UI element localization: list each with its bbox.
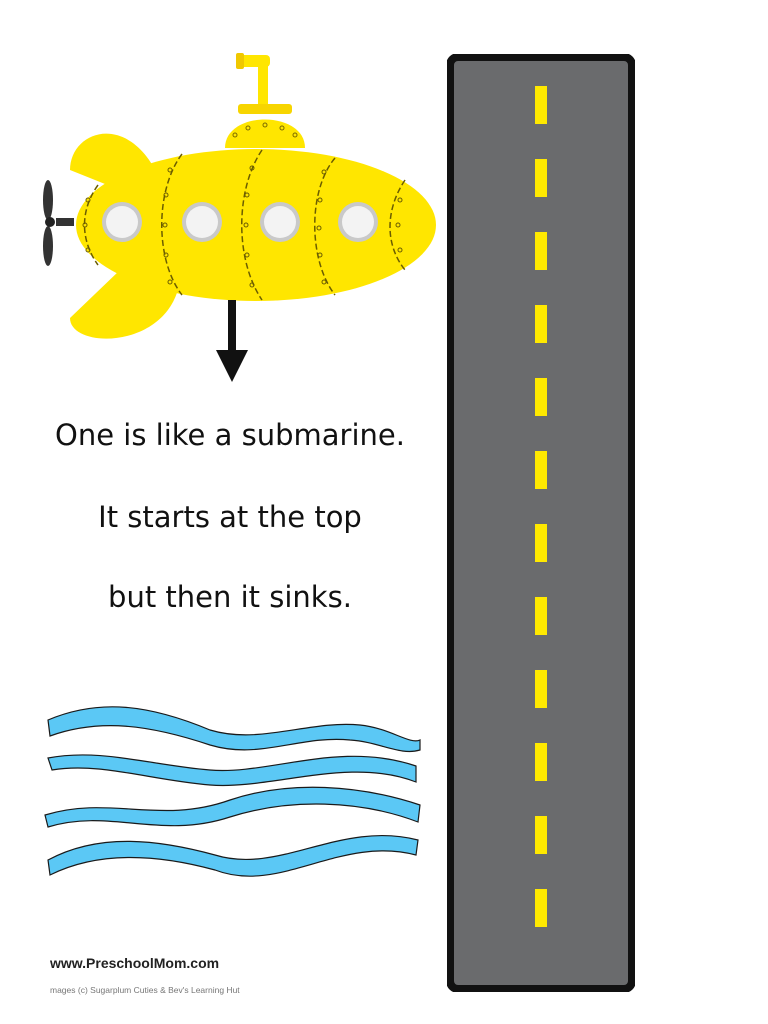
water-waves-illustration — [44, 706, 421, 877]
lane-dash — [535, 889, 547, 927]
verse-line-3: but then it sinks. — [108, 580, 352, 614]
lane-dash — [535, 86, 547, 124]
lane-dash — [535, 524, 547, 562]
image-credit: mages (c) Sugarplum Cuties & Bev's Learn… — [50, 985, 240, 995]
lane-markings — [535, 86, 547, 927]
lane-dash — [535, 451, 547, 489]
lane-dash — [535, 597, 547, 635]
verse-line-2: It starts at the top — [98, 500, 362, 534]
lane-dash — [535, 159, 547, 197]
submarine-illustration — [43, 53, 436, 339]
lane-dash — [535, 670, 547, 708]
lane-dash — [535, 378, 547, 416]
lane-dash — [535, 743, 547, 781]
road-track — [447, 54, 635, 992]
verse-line-1: One is like a submarine. — [55, 418, 405, 452]
lane-dash — [535, 816, 547, 854]
periscope-icon — [236, 53, 270, 112]
porthole-icon — [102, 202, 378, 242]
lane-dash — [535, 305, 547, 343]
website-link[interactable]: www.PreschoolMom.com — [50, 955, 220, 971]
lane-dash — [535, 232, 547, 270]
down-arrow-icon — [216, 300, 248, 382]
propeller-icon — [43, 180, 74, 266]
